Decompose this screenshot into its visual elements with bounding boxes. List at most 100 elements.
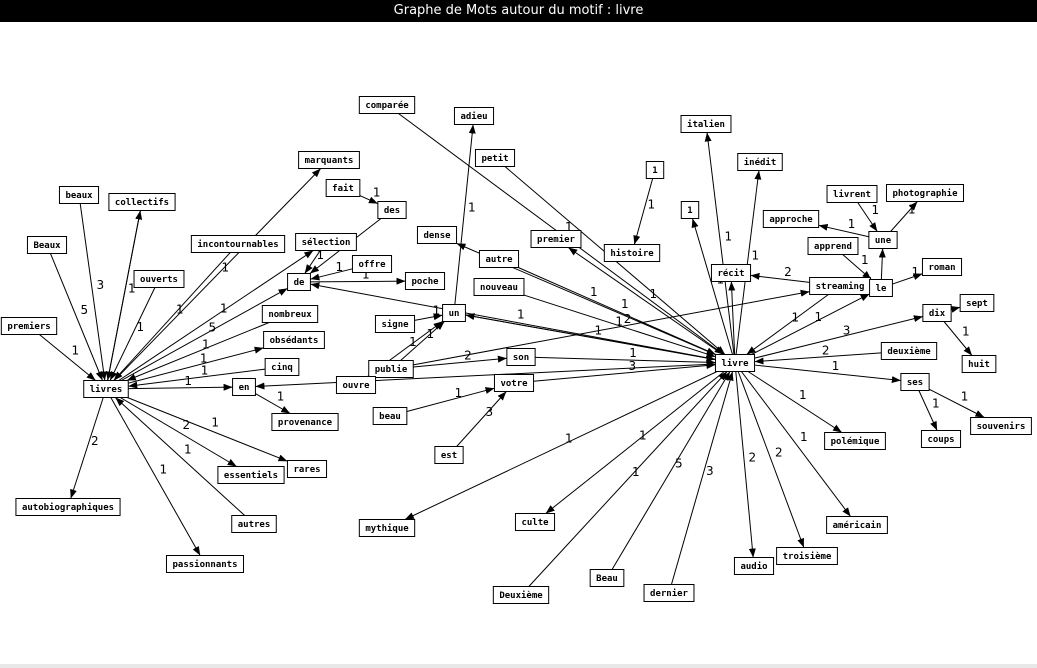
node-label: beau [379, 412, 401, 422]
node-premiers[interactable]: premiers [0, 317, 58, 335]
node-beau[interactable]: beau [372, 407, 408, 425]
node-collectifs[interactable]: collectifs [108, 193, 176, 211]
node-deuxieme[interactable]: deuxième [880, 342, 938, 360]
node-box [372, 407, 408, 425]
node-americain[interactable]: américain [826, 516, 888, 534]
edge-une-to-photographie [890, 201, 918, 232]
node-de[interactable]: de [287, 273, 311, 291]
node-dense[interactable]: dense [416, 226, 458, 244]
edge-une-to-approche [818, 223, 869, 238]
node-une[interactable]: une [868, 231, 898, 249]
node-approche[interactable]: approche [762, 210, 820, 228]
node-publie[interactable]: publie [368, 360, 414, 378]
node-box [473, 278, 525, 296]
node-box [921, 258, 963, 276]
node-ses[interactable]: ses [900, 373, 930, 391]
node-mythique[interactable]: mythique [358, 519, 416, 537]
node-n1b[interactable]: 1 [680, 201, 700, 219]
node-box [83, 380, 129, 398]
node-marquants[interactable]: marquants [298, 151, 360, 169]
node-n1a[interactable]: 1 [645, 161, 665, 179]
node-label: des [384, 206, 400, 216]
node-adieu[interactable]: adieu [453, 107, 495, 125]
node-box [416, 226, 458, 244]
node-votre[interactable]: votre [493, 374, 535, 392]
node-box [733, 557, 775, 575]
node-sept[interactable]: sept [959, 294, 995, 312]
edge-weight-label: 3 [706, 464, 714, 478]
edge-son-to-livre [535, 356, 716, 366]
node-dix[interactable]: dix [922, 304, 952, 322]
node-beaux[interactable]: beaux [58, 186, 100, 204]
node-ouvre[interactable]: ouvre [335, 376, 377, 394]
node-souvenirs[interactable]: souvenirs [970, 417, 1032, 435]
node-livres[interactable]: livres [83, 380, 129, 398]
edge-livres-to-obsedants [128, 346, 264, 384]
node-label: récit [717, 268, 744, 279]
node-des[interactable]: des [377, 201, 407, 219]
node-apprend[interactable]: apprend [807, 237, 859, 255]
node-box [885, 184, 965, 202]
node-label: essentiels [224, 470, 278, 481]
node-le[interactable]: le [869, 279, 893, 297]
node-en[interactable]: en [232, 378, 256, 396]
node-autobiographiques[interactable]: autobiographiques [15, 498, 121, 516]
node-photographie[interactable]: photographie [885, 184, 965, 202]
node-box [264, 358, 300, 376]
node-audio[interactable]: audio [733, 557, 775, 575]
node-nombreux[interactable]: nombreux [261, 305, 319, 323]
node-fait[interactable]: fait [325, 179, 361, 197]
node-signe[interactable]: signe [374, 315, 416, 333]
edge-weight-label: 1 [468, 201, 476, 215]
node-Beau[interactable]: Beau [589, 569, 625, 587]
node-essentiels[interactable]: essentiels [217, 466, 285, 484]
node-box [404, 272, 446, 290]
node-selection[interactable]: sélection [295, 233, 357, 251]
node-recit[interactable]: récit [710, 264, 752, 282]
node-huit[interactable]: huit [961, 355, 997, 373]
node-incontournables[interactable]: incontournables [190, 235, 286, 253]
node-label: son [513, 353, 529, 363]
node-label: sélection [302, 237, 351, 248]
node-label: dix [929, 308, 946, 319]
node-autre[interactable]: autre [478, 250, 520, 268]
node-est[interactable]: est [434, 446, 464, 464]
node-histoire[interactable]: histoire [603, 244, 661, 262]
node-livre[interactable]: livre [714, 354, 756, 372]
node-box [506, 348, 536, 366]
node-coups[interactable]: coups [920, 430, 962, 448]
edge-livre-to-troisieme [737, 371, 805, 548]
node-comparee[interactable]: comparée [358, 96, 416, 114]
node-nouveau[interactable]: nouveau [473, 278, 525, 296]
node-ouverts[interactable]: ouverts [133, 270, 185, 288]
node-offre[interactable]: offre [351, 255, 393, 273]
node-Beaux[interactable]: Beaux [26, 236, 68, 254]
node-streaming[interactable]: streaming [809, 277, 871, 295]
node-livrent[interactable]: livrent [826, 185, 878, 203]
node-son[interactable]: son [506, 348, 536, 366]
node-roman[interactable]: roman [921, 258, 963, 276]
edge-livre-to-americain [741, 371, 851, 517]
node-premier[interactable]: premier [530, 230, 582, 248]
node-inedit[interactable]: inédit [737, 153, 783, 171]
node-rares[interactable]: rares [286, 460, 328, 478]
node-obsedants[interactable]: obsédants [263, 331, 325, 349]
node-poche[interactable]: poche [404, 272, 446, 290]
edge-un-to-adieu [454, 124, 476, 305]
node-un[interactable]: un [442, 304, 466, 322]
node-provenance[interactable]: provenance [271, 413, 339, 431]
edge-weight-label: 5 [675, 457, 683, 471]
node-autres[interactable]: autres [231, 515, 277, 533]
node-cinq[interactable]: cinq [264, 358, 300, 376]
node-petit[interactable]: petit [474, 149, 516, 167]
node-troisieme[interactable]: troisième [776, 547, 838, 565]
node-label: streaming [816, 281, 865, 292]
node-dernier[interactable]: dernier [643, 584, 695, 602]
node-passionnants[interactable]: passionnants [165, 555, 245, 573]
edge-premiers-to-livres [39, 334, 96, 381]
node-culte[interactable]: culte [514, 513, 556, 531]
node-polemique[interactable]: polémique [824, 432, 886, 450]
node-Deuxieme[interactable]: Deuxième [492, 586, 550, 604]
node-italien[interactable]: italien [680, 115, 732, 133]
node-label: obsédants [270, 335, 319, 346]
